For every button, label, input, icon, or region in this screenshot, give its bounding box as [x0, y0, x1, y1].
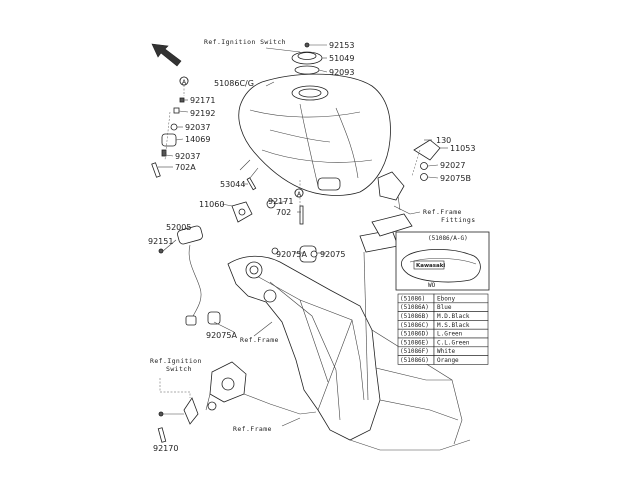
- part-51086cg: 51086C/G: [214, 79, 254, 88]
- ref-frame-mid: Ref.Frame: [240, 336, 279, 344]
- color-table-code: (51086E): [400, 339, 429, 346]
- ref-frame-fittings-line2: Fittings: [441, 216, 476, 224]
- color-table-color: Blue: [437, 304, 452, 311]
- ref-ignition-bottom-line1: Ref.Ignition: [150, 357, 202, 365]
- part-92153: 92153: [329, 41, 354, 50]
- tank-emblem-inset: (51086/A-G) Kawasaki WO: [395, 231, 490, 291]
- fuel-tank: [238, 73, 391, 196]
- color-table-color: White: [437, 348, 455, 355]
- part-92075a-2: 92075A: [206, 331, 237, 340]
- fuel-sensor: [158, 225, 203, 326]
- part-92037-a: 92037: [185, 123, 210, 132]
- part-11053: 11053: [450, 144, 475, 153]
- part-11060: 11060: [199, 200, 224, 209]
- marker-a-mid: A: [294, 188, 304, 198]
- color-table-color: Orange: [437, 357, 459, 364]
- part-51049: 51049: [329, 54, 354, 63]
- front-arrow-icon: [151, 43, 182, 67]
- frame: [207, 171, 471, 451]
- part-702a: 702A: [175, 163, 196, 172]
- color-table-code: (51086B): [400, 313, 429, 320]
- part-92093: 92093: [329, 68, 354, 77]
- part-92170: 92170: [153, 444, 178, 453]
- color-table-code: (51086): [400, 295, 425, 302]
- part-92075a-1: 92075A: [276, 250, 307, 259]
- color-table-code: (51086G): [400, 357, 429, 364]
- reference-lines: [213, 47, 421, 427]
- ref-frame-bottom: Ref.Frame: [233, 425, 272, 433]
- part-92171-b: 92171: [268, 197, 293, 206]
- color-table-color-cell: [433, 355, 489, 365]
- kawasaki-logo: Kawasaki: [416, 263, 445, 269]
- color-table: (51086) Ebony (51086A) Blue (51086B) M.D.Blac…: [397, 293, 489, 365]
- color-table-color: M.S.Black: [437, 322, 470, 329]
- color-table-color: Ebony: [437, 295, 455, 302]
- part-14069: 14069: [185, 135, 210, 144]
- inset-label: (51086/A-G): [428, 235, 468, 242]
- color-table-color: L.Green: [437, 331, 463, 338]
- part-52005: 52005: [166, 223, 191, 232]
- color-table-color: M.D.Black: [437, 313, 470, 320]
- color-table-code: (51086D): [400, 331, 429, 338]
- ref-ignition-bottom-line2: Switch: [166, 365, 192, 373]
- svg-text:A: A: [297, 191, 302, 198]
- color-table-code: (51086C): [400, 322, 429, 329]
- part-92027: 92027: [440, 161, 465, 170]
- color-table-color: C.L.Green: [437, 339, 470, 346]
- color-table-code: (51086F): [400, 348, 429, 355]
- right-parts: [411, 139, 448, 181]
- part-130: 130: [436, 136, 451, 145]
- ignition-bracket: [157, 361, 317, 443]
- marker-a-top: A: [179, 76, 189, 86]
- svg-text:A: A: [182, 79, 187, 86]
- part-92151: 92151: [148, 237, 173, 246]
- fuel-cap: [291, 42, 328, 75]
- part-92075: 92075: [320, 250, 345, 259]
- part-92075b: 92075B: [440, 174, 471, 183]
- part-92171-a: 92171: [190, 96, 215, 105]
- center-left-parts: [221, 177, 304, 225]
- part-702: 702: [276, 208, 291, 217]
- part-53044: 53044: [220, 180, 245, 189]
- color-table-code: (51086A): [400, 304, 429, 311]
- ref-frame-fittings-line1: Ref.Frame: [423, 208, 462, 216]
- ref-ignition-switch-top: Ref.Ignition Switch: [204, 38, 286, 46]
- part-92192: 92192: [190, 109, 215, 118]
- part-92037-b: 92037: [175, 152, 200, 161]
- inset-caption: WO: [428, 282, 436, 289]
- left-parts: [151, 76, 189, 178]
